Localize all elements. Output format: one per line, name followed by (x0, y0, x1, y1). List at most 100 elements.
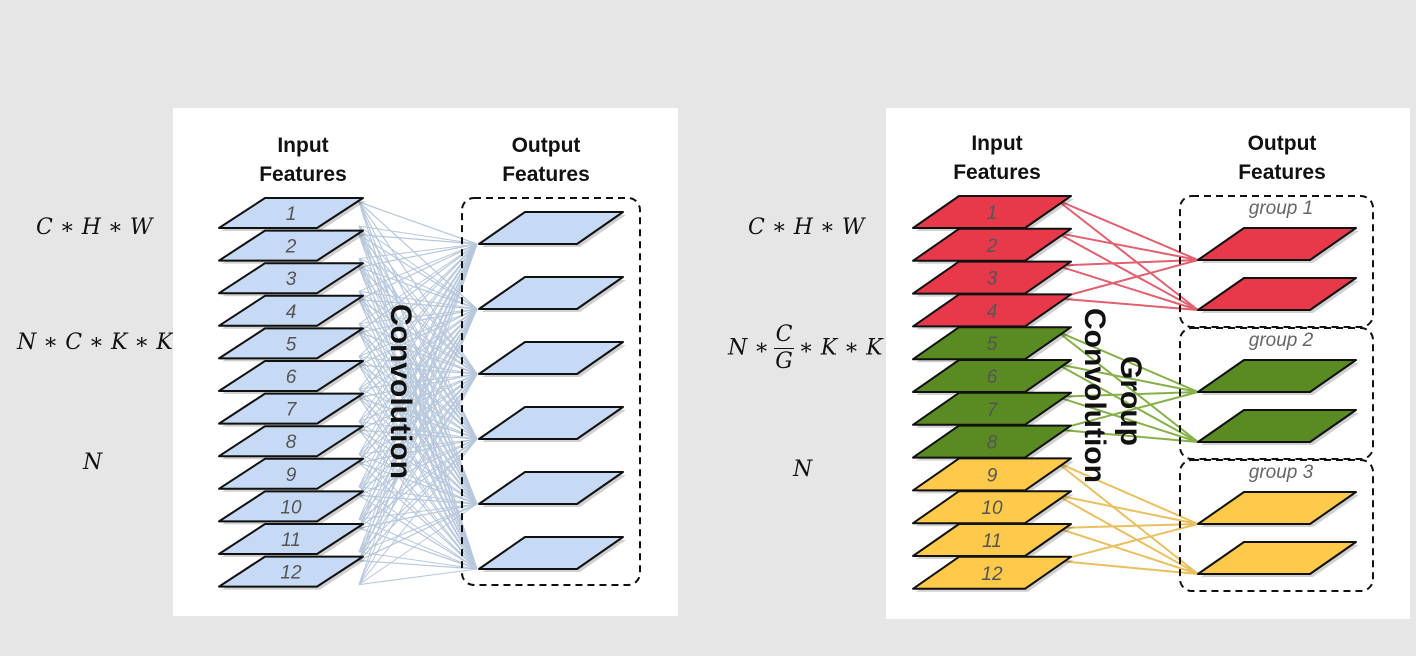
input-feature-number: 11 (982, 531, 1002, 552)
connection-line (358, 527, 478, 570)
group-convolution-svg: Input Features Output Features 123456789… (912, 132, 1374, 592)
connection-line (1056, 523, 1199, 529)
weight-prefix: N ∗ (728, 335, 770, 361)
connection-line (1056, 297, 1199, 311)
left-input-shape-formula: C ∗ H ∗ W (36, 215, 153, 240)
connection-line (1056, 428, 1199, 443)
input-feature-map (912, 555, 1072, 590)
left-output-formula: N (83, 450, 103, 475)
input-feature-map (218, 294, 364, 327)
connection-line (358, 243, 478, 561)
connection-line (358, 373, 478, 561)
connection-line (358, 308, 478, 529)
connection-line (358, 243, 478, 431)
connection-line (1056, 527, 1199, 575)
connection-line (1056, 391, 1199, 431)
connection-line (1056, 231, 1199, 311)
connection-line (358, 373, 478, 585)
input-header-line2: Features (259, 163, 347, 186)
connection-line (1056, 391, 1199, 398)
connection-line (358, 243, 478, 422)
input-feature-number: 5 (286, 334, 297, 355)
input-feature-number: 4 (286, 302, 297, 323)
input-header-line1: Input (277, 134, 328, 157)
input-feature-map (218, 229, 364, 262)
input-feature-number: 2 (285, 237, 297, 258)
input-feature-number: 1 (286, 204, 297, 225)
input-feature-number: 1 (987, 203, 998, 224)
output-header-line1: Output (512, 134, 581, 157)
output-feature-map (1197, 227, 1357, 261)
input-feature-number: 7 (286, 400, 298, 421)
group-label: Group (1114, 356, 1147, 446)
output-header-line1: Output (1248, 132, 1317, 155)
group-label: group 1 (1249, 198, 1313, 219)
connection-line (358, 243, 478, 333)
connection-line (358, 503, 478, 553)
convolution-label: Convolution (384, 304, 417, 479)
group-label: group 3 (1249, 462, 1314, 483)
connection-line (358, 243, 478, 585)
input-feature-number: 9 (987, 465, 998, 486)
output-feature-map (1197, 409, 1357, 443)
connection-line (1056, 363, 1199, 443)
connection-line (358, 438, 478, 529)
input-feature-number: 9 (286, 465, 297, 486)
connection-line (358, 243, 478, 325)
input-feature-map (218, 197, 364, 229)
standard-convolution-svg: Input Features Output Features 123456789… (218, 134, 641, 590)
connection-line (358, 243, 478, 301)
connection-line (358, 243, 478, 464)
connection-line (1056, 363, 1199, 393)
connection-line (358, 308, 478, 553)
convolution-label: Convolution (1078, 308, 1111, 483)
connection-line (358, 243, 478, 268)
output-feature-map (1197, 359, 1357, 393)
connection-line (358, 243, 478, 390)
connection-line (358, 308, 478, 561)
output-feature-map (478, 276, 624, 310)
connection-line (1056, 259, 1199, 267)
connection-line (358, 503, 478, 529)
connection-line (1056, 494, 1199, 575)
input-feature-number: 12 (981, 564, 1003, 585)
connection-line (358, 438, 478, 553)
connection-line (358, 243, 478, 398)
input-feature-number: 3 (987, 269, 998, 290)
connection-line (358, 503, 478, 586)
connection-line (358, 243, 478, 488)
output-header-line2: Features (502, 163, 590, 186)
connection-line (358, 568, 478, 586)
right-input-shape-formula: C ∗ H ∗ W (748, 215, 865, 240)
connection-line (358, 243, 478, 366)
output-feature-map (1197, 491, 1357, 525)
connection-line (358, 243, 478, 357)
connection-line (358, 438, 478, 585)
input-feature-map (218, 262, 364, 295)
output-feature-map (478, 406, 624, 440)
output-feature-map (478, 536, 624, 570)
connection-line (1056, 461, 1199, 525)
input-header-line1: Input (971, 132, 1022, 155)
output-group-box (461, 197, 641, 586)
input-feature-number: 8 (286, 432, 297, 453)
connection-line (358, 225, 478, 245)
connection-line (1056, 231, 1199, 261)
connection-line (358, 560, 478, 570)
fraction-numerator: C (773, 322, 795, 349)
connection-line (1056, 461, 1199, 575)
connection-line (358, 308, 478, 585)
connection-line (1056, 395, 1199, 443)
group-label: group 2 (1249, 330, 1314, 351)
connection-line (358, 243, 478, 260)
output-header-line2: Features (1238, 161, 1326, 184)
connection-line (358, 201, 478, 245)
connection-line (358, 551, 478, 570)
input-feature-map (218, 392, 364, 425)
connection-line (1056, 559, 1199, 575)
input-feature-number: 10 (981, 498, 1003, 519)
